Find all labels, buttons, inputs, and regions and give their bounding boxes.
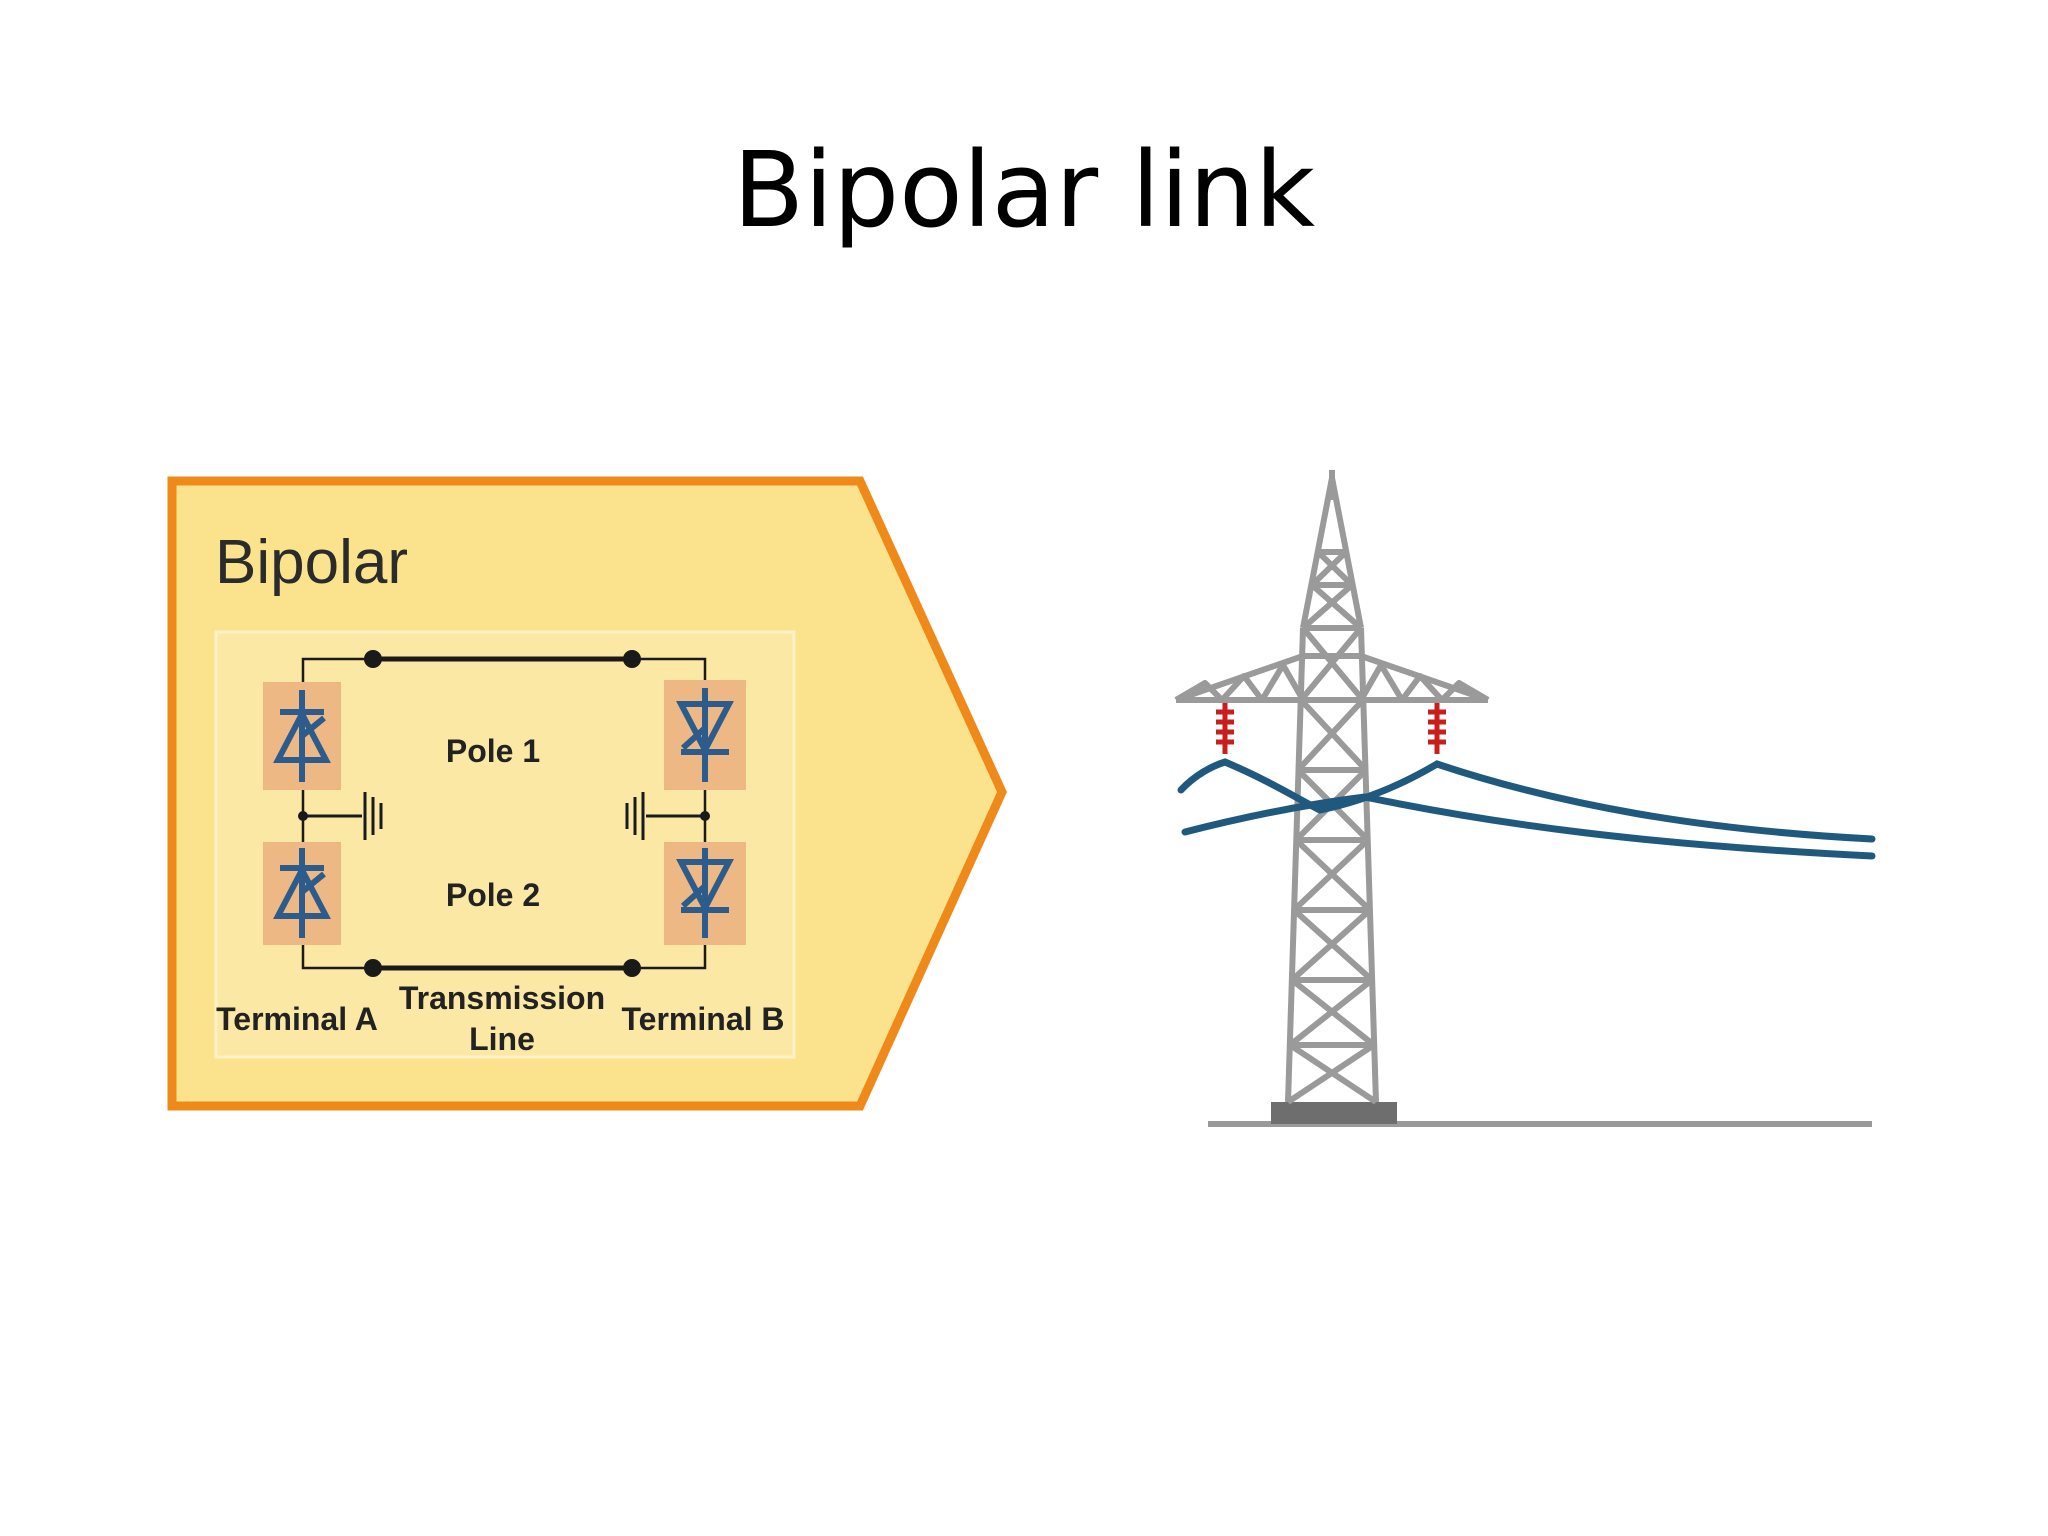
bipolar-heading: Bipolar — [215, 528, 408, 597]
transmission-line-label-2: Line — [469, 1021, 535, 1057]
bipolar-panel: Bipolar — [167, 476, 1007, 1111]
thyristor-valve-icon — [664, 842, 746, 945]
junction-dots — [298, 650, 710, 977]
junction-dot — [623, 959, 641, 977]
junction-dot — [364, 650, 382, 668]
transmission-tower-icon — [1174, 470, 1876, 1127]
thyristor-valve-icon — [664, 680, 746, 790]
conductor-line — [1177, 758, 1876, 843]
transmission-line-label: Transmission — [399, 980, 605, 1016]
tower-base — [1271, 1102, 1397, 1124]
insulator-icon — [1216, 703, 1234, 754]
terminal-b-label: Terminal B — [622, 1001, 785, 1037]
slide-title: Bipolar link — [732, 129, 1316, 251]
conductor-lines — [1177, 758, 1876, 860]
ground-symbol-icon — [303, 792, 383, 840]
thyristor-valve-icon — [263, 842, 341, 945]
pole-1-label: Pole 1 — [446, 733, 540, 769]
conductor-line — [1181, 793, 1876, 860]
insulator-icon — [1428, 703, 1446, 754]
pole-2-label: Pole 2 — [446, 877, 540, 913]
ground-symbol-icon — [625, 792, 705, 840]
thyristor-valve-icon — [263, 682, 341, 790]
terminal-a-label: Terminal A — [216, 1001, 378, 1037]
junction-dot — [623, 650, 641, 668]
junction-dot — [364, 959, 382, 977]
